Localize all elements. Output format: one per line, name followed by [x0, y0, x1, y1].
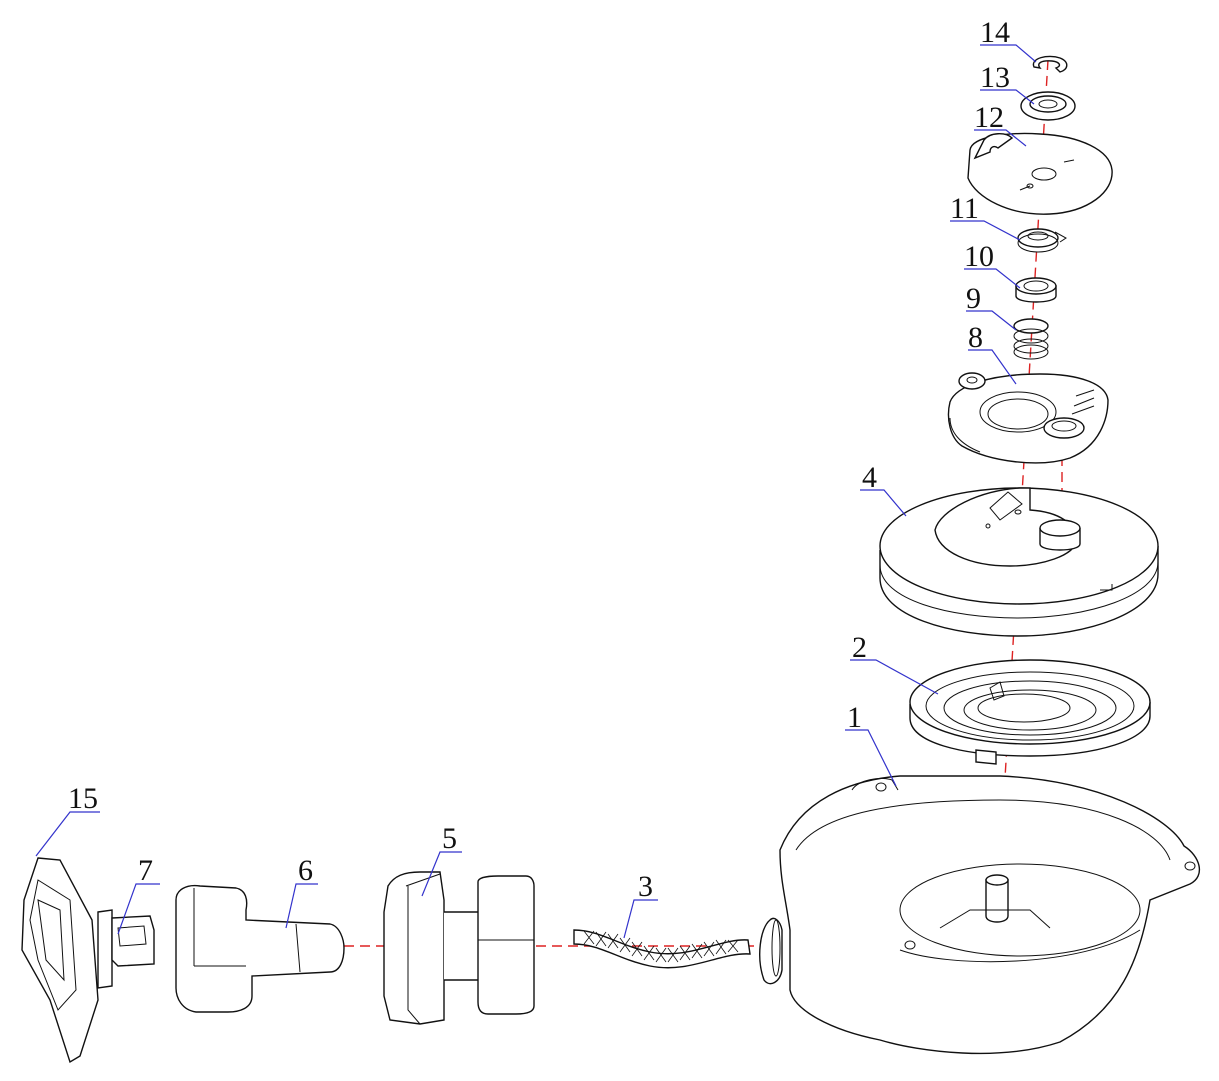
label-1: 1	[847, 701, 862, 734]
label-13: 13	[980, 61, 1010, 94]
part-7-insert	[97, 909, 155, 989]
leader-10	[964, 268, 1021, 289]
part-14-clip	[1032, 55, 1068, 73]
label-7: 7	[138, 854, 153, 887]
part-12-ratchet-plate	[967, 132, 1113, 215]
leader-12	[974, 129, 1027, 147]
label-8: 8	[968, 321, 983, 354]
part-10-bushing	[1015, 277, 1057, 303]
label-6: 6	[298, 854, 313, 887]
part-6-handle	[175, 884, 345, 1013]
label-10: 10	[964, 240, 994, 273]
leader-4	[860, 489, 907, 517]
part-labels: 14 13 12 11 10 9 8 4 2 1 15 7 6 5 3	[68, 16, 1010, 903]
leader-11	[950, 220, 1021, 241]
leader-14	[980, 44, 1037, 63]
leader-lines	[35, 44, 1037, 939]
leader-2	[850, 659, 939, 695]
label-15: 15	[68, 782, 98, 815]
part-13-washer	[1020, 91, 1076, 121]
leader-9	[966, 310, 1017, 331]
label-2: 2	[852, 631, 867, 664]
part-15-handle-cap	[21, 857, 99, 1064]
leader-1	[845, 729, 897, 787]
label-3: 3	[638, 870, 653, 903]
part-11-torsion-spring	[1017, 228, 1067, 253]
part-5-rope-guide	[383, 871, 535, 1025]
leader-3	[623, 899, 658, 939]
part-8-guide-plate	[947, 372, 1109, 464]
label-14: 14	[980, 16, 1010, 49]
leader-15	[35, 811, 100, 857]
leader-8	[968, 349, 1017, 385]
leader-7	[117, 883, 160, 935]
label-11: 11	[950, 192, 979, 225]
part-3-rope	[573, 929, 751, 969]
label-9: 9	[966, 282, 981, 315]
part-4-pulley	[879, 487, 1159, 637]
part-1-housing	[759, 775, 1201, 1055]
label-12: 12	[974, 101, 1004, 134]
part-9-spring	[1013, 318, 1049, 360]
label-5: 5	[442, 822, 457, 855]
leader-13	[980, 89, 1035, 105]
leader-6	[285, 883, 318, 929]
part-2-recoil-spring	[909, 659, 1151, 765]
leader-5	[421, 851, 462, 897]
label-4: 4	[862, 461, 877, 494]
